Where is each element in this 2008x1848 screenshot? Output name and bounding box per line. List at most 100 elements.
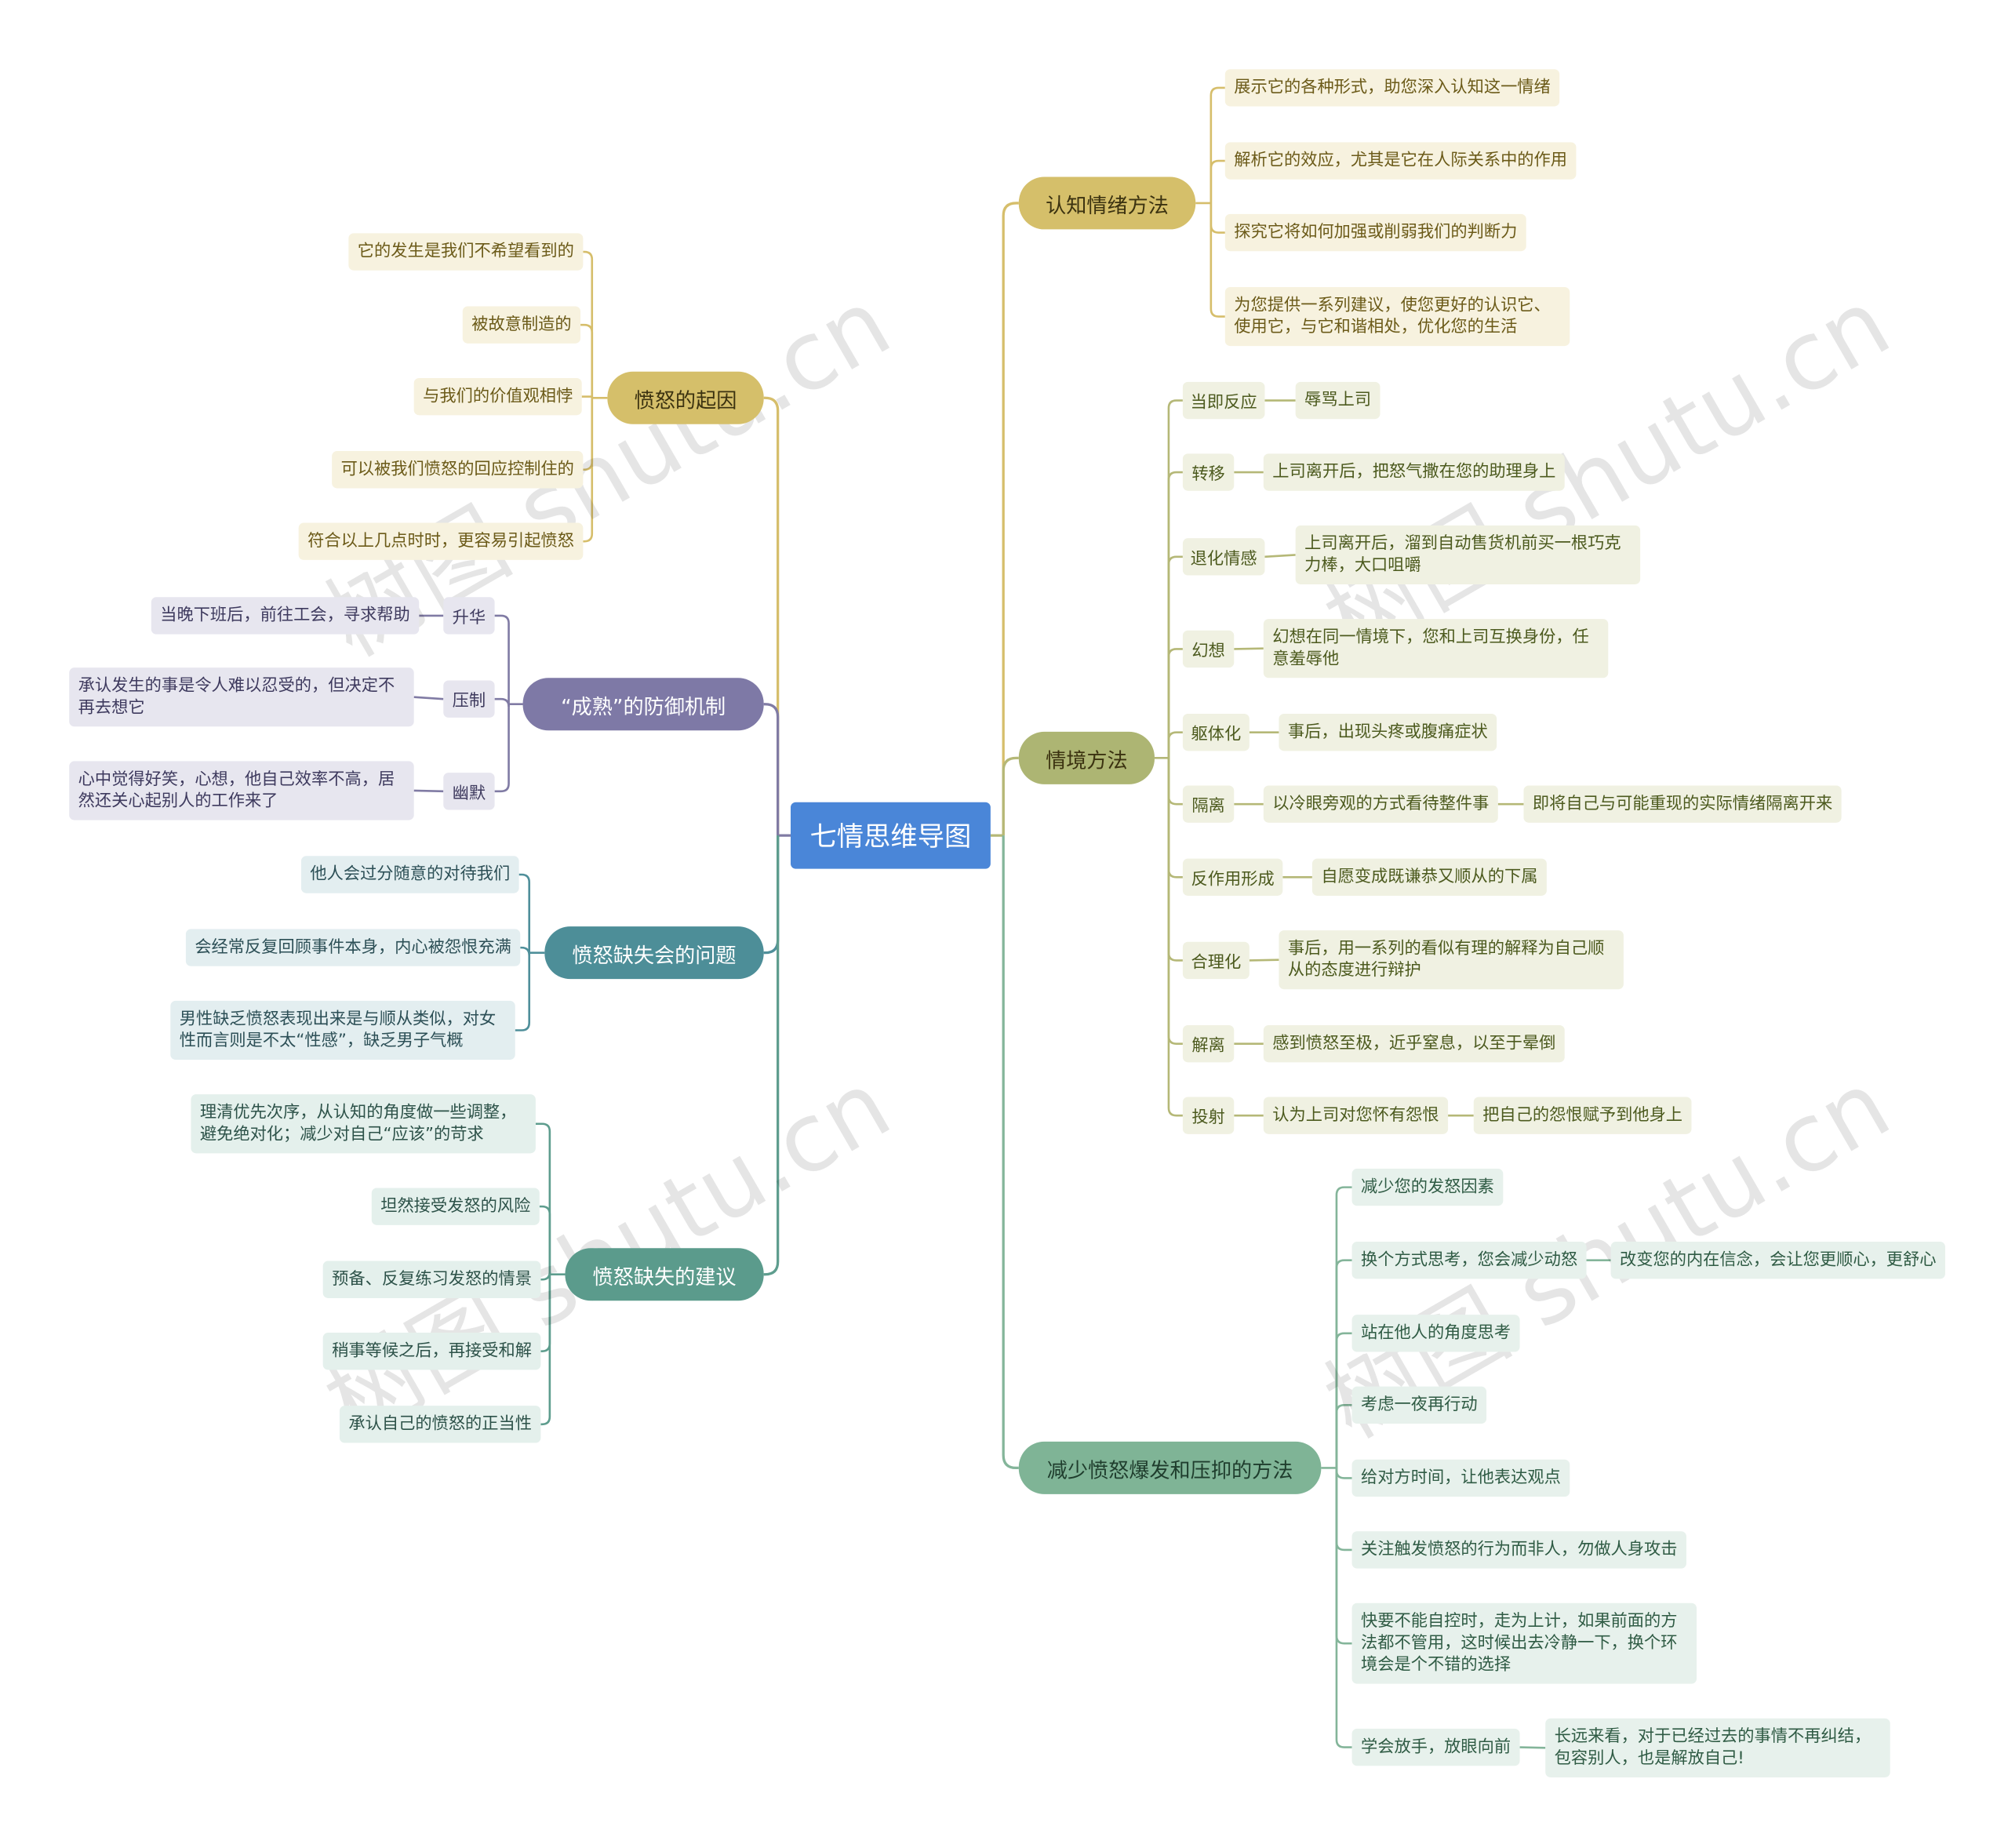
connector: [1335, 1404, 1352, 1468]
advice-leaf-1[interactable]: 理清优先次序，从认知的角度做一些调整，避免绝对化；减少对自己“应该”的苛求: [191, 1094, 536, 1154]
reduce-leaf-8-detail[interactable]: 长远来看，对于已经过去的事情不再纠结，包容别人，也是解放自己!: [1545, 1718, 1890, 1777]
situation-regression-detail[interactable]: 上司离开后，溜到自动售货机前买一根巧克力棒，大口咀嚼: [1295, 525, 1641, 584]
situation-displacement[interactable]: 转移: [1182, 453, 1235, 491]
advice-leaf-5[interactable]: 承认自己的愤怒的正当性: [339, 1406, 541, 1443]
situation-dissociation[interactable]: 解离: [1182, 1024, 1235, 1063]
connector: [515, 952, 531, 1031]
connector: [763, 835, 780, 955]
cognitive-leaf-2[interactable]: 解析它的效应，尤其是它在人际关系中的作用: [1224, 142, 1577, 180]
connector: [1335, 1468, 1352, 1479]
connector: [1167, 758, 1183, 806]
connector: [494, 704, 510, 793]
causes-leaf-2[interactable]: 被故意制造的: [462, 306, 581, 344]
connector: [583, 398, 594, 543]
defense-humor[interactable]: 幽默: [443, 773, 495, 810]
reduce-leaf-2[interactable]: 换个方式思考，您会减少动怒: [1351, 1242, 1587, 1279]
branch-lack-advice[interactable]: 愤怒缺失的建议: [565, 1248, 764, 1301]
situation-immediate[interactable]: 当即反应: [1182, 381, 1265, 420]
connector: [1210, 202, 1225, 234]
connector: [1335, 1186, 1352, 1468]
connector: [1210, 86, 1225, 203]
defense-humor-detail[interactable]: 心中觉得好笑，心想，他自己效率不高，居然还关心起别人的工作来了: [69, 761, 414, 820]
connector: [1167, 731, 1183, 758]
defense-suppression-detail[interactable]: 承认发生的事是令人难以忍受的，但决定不再去想它: [69, 668, 414, 727]
branch-lack-problems[interactable]: 愤怒缺失会的问题: [544, 926, 764, 980]
situation-projection-subdetail[interactable]: 把自己的怨恨赋予到他身上: [1473, 1097, 1692, 1134]
connector: [413, 696, 444, 700]
connector: [540, 1274, 551, 1426]
problems-leaf-1[interactable]: 他人会过分随意的对待我们: [300, 856, 519, 893]
reduce-leaf-5[interactable]: 给对方时间，让他表达观点: [1351, 1459, 1570, 1497]
connector: [1002, 835, 1019, 1470]
problems-leaf-3[interactable]: 男性缺乏愤怒表现出来是与顺从类似，对女性而言则是不太“性感”，缺乏男子气概: [170, 1000, 515, 1060]
situation-immediate-detail[interactable]: 辱骂上司: [1295, 381, 1380, 420]
branch-cognitive-method[interactable]: 认知情绪方法: [1018, 176, 1196, 230]
situation-displacement-detail[interactable]: 上司离开后，把怒气撒在您的助理身上: [1263, 453, 1565, 491]
connector: [1167, 471, 1183, 758]
situation-reaction-formation[interactable]: 反作用形成: [1182, 858, 1283, 896]
situation-projection[interactable]: 投射: [1182, 1097, 1235, 1134]
defense-suppression[interactable]: 压制: [443, 680, 495, 718]
connector: [1264, 554, 1296, 558]
connector: [1335, 1468, 1352, 1645]
connector: [763, 396, 780, 836]
root-topic[interactable]: 七情思维导图: [790, 802, 991, 869]
cognitive-leaf-4[interactable]: 为您提供一系列建议，使您更好的认识它、使用它，与它和谐相处，优化您的生活: [1224, 286, 1570, 347]
connector: [494, 697, 510, 708]
connector: [1167, 758, 1183, 1117]
causes-leaf-1[interactable]: 它的发生是我们不希望看到的: [348, 233, 584, 271]
branch-reduce-anger[interactable]: 减少愤怒爆发和压抑的方法: [1018, 1441, 1322, 1494]
connector: [1002, 756, 1019, 836]
reduce-leaf-7[interactable]: 快要不能自控时，走为上计，如果前面的方法都不管用，这时候出去冷静一下，换个环境会…: [1351, 1602, 1697, 1684]
situation-rationalization-detail[interactable]: 事后，用一系列的看似有理的解释为自己顺从的态度进行辩护: [1279, 930, 1624, 990]
reduce-leaf-6[interactable]: 关注触发愤怒的行为而非人，勿做人身攻击: [1351, 1531, 1686, 1569]
reduce-leaf-8[interactable]: 学会放手，放眼向前: [1351, 1728, 1520, 1766]
connector: [494, 614, 510, 704]
situation-regression[interactable]: 退化情感: [1182, 538, 1265, 576]
connector: [1167, 648, 1183, 758]
causes-leaf-5[interactable]: 符合以上几点时时，更容易引起愤怒: [298, 522, 584, 560]
reduce-leaf-3[interactable]: 站在他人的角度思考: [1351, 1315, 1520, 1352]
situation-projection-detail[interactable]: 认为上司对您怀有怨恨: [1263, 1097, 1449, 1134]
cognitive-leaf-1[interactable]: 展示它的各种形式，助您深入认知这一情绪: [1224, 69, 1560, 107]
branch-mature-defense[interactable]: “成熟”的防御机制: [522, 678, 764, 731]
connector: [1249, 959, 1279, 962]
cognitive-leaf-3[interactable]: 探究它将如何加强或削弱我们的判断力: [1224, 213, 1526, 252]
connector: [580, 323, 594, 398]
branch-situation-method[interactable]: 情境方法: [1018, 731, 1155, 784]
advice-leaf-4[interactable]: 稍事等候之后，再接受和解: [322, 1333, 541, 1370]
reduce-leaf-2-detail[interactable]: 改变您的内在信念，会让您更顺心，更舒心: [1610, 1242, 1945, 1279]
situation-isolation-detail[interactable]: 以冷眼旁观的方式看待整件事: [1263, 785, 1498, 823]
connector: [539, 1205, 551, 1275]
connector: [1335, 1332, 1352, 1468]
defense-sublimation-detail[interactable]: 当晚下班后，前往工会，寻求帮助: [151, 597, 420, 635]
connector: [1335, 1259, 1352, 1468]
situation-somatization[interactable]: 躯体化: [1182, 713, 1250, 751]
connector: [520, 946, 531, 955]
problems-leaf-2[interactable]: 会经常反复回顾事件本身，内心被怨恨充满: [185, 929, 521, 966]
branch-anger-causes[interactable]: 愤怒的起因: [607, 371, 764, 424]
causes-leaf-4[interactable]: 可以被我们愤怒的回应控制住的: [332, 451, 584, 489]
connector: [1167, 399, 1183, 758]
situation-isolation[interactable]: 隔离: [1182, 785, 1235, 823]
reduce-leaf-1[interactable]: 减少您的发怒因素: [1351, 1168, 1504, 1206]
situation-fantasy-detail[interactable]: 幻想在同一情境下，您和上司互换身份，任意羞辱他: [1263, 619, 1609, 678]
connector: [763, 703, 780, 836]
situation-isolation-subdetail[interactable]: 即将自己与可能重现的实际情绪隔离开来: [1523, 785, 1842, 823]
connector: [1210, 202, 1225, 318]
reduce-leaf-4[interactable]: 考虑一夜再行动: [1351, 1386, 1487, 1424]
situation-fantasy[interactable]: 幻想: [1182, 630, 1235, 668]
connector: [518, 873, 531, 953]
connector: [1335, 1468, 1352, 1748]
advice-leaf-3[interactable]: 预备、反复练习发怒的情景: [322, 1260, 541, 1298]
connector: [1167, 758, 1183, 879]
defense-sublimation[interactable]: 升华: [443, 597, 495, 635]
situation-somatization-detail[interactable]: 事后，出现头疼或腹痛症状: [1279, 713, 1497, 751]
connector: [583, 250, 594, 398]
advice-leaf-2[interactable]: 坦然接受发怒的风险: [371, 1188, 540, 1225]
situation-dissociation-detail[interactable]: 感到愤怒至极，近乎窒息，以至于晕倒: [1263, 1024, 1565, 1063]
situation-reaction-formation-detail[interactable]: 自愿变成既谦恭又顺从的下属: [1311, 858, 1547, 896]
situation-rationalization[interactable]: 合理化: [1182, 941, 1250, 980]
connector: [1335, 1468, 1352, 1552]
causes-leaf-3[interactable]: 与我们的价值观相悖: [413, 377, 582, 416]
